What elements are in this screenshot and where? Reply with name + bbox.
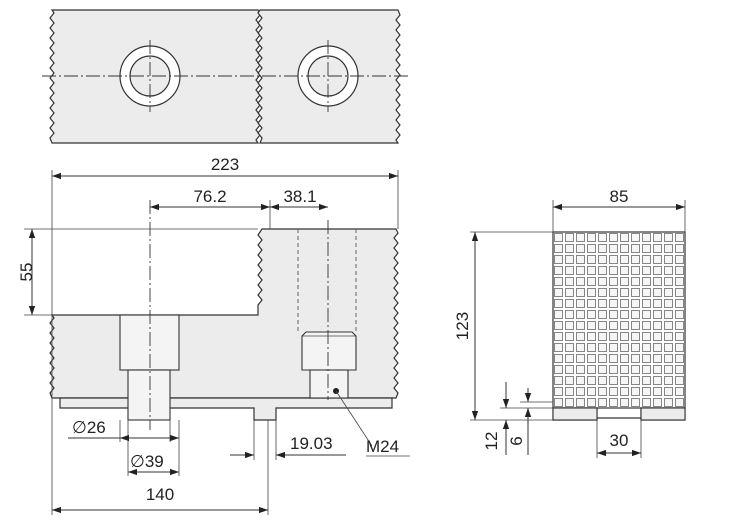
dim-offset: 19.03 [290, 434, 333, 453]
dim-step: ∅39 [130, 452, 164, 471]
thread-label: M24 [366, 437, 399, 456]
side-view: 85 123 12 6 30 [453, 187, 686, 458]
dim-half-spacing: 38.1 [283, 187, 316, 206]
dim-height: 55 [17, 263, 36, 282]
m24-leader-line [335, 390, 373, 447]
dim-counterbore: ∅26 [72, 418, 106, 437]
dim-overall-length: 223 [211, 155, 239, 174]
front-view-base-strip [59, 397, 393, 421]
front-view: M24 223 76.2 38.1 55 ∅26 ∅39 [17, 155, 410, 515]
threaded-hole-head [301, 331, 357, 371]
dim-tooth-step: 12 [482, 432, 501, 451]
dim-hole-spacing: 76.2 [193, 187, 226, 206]
top-view [42, 9, 410, 144]
dim-slot-width: 30 [610, 431, 629, 450]
counterbore-left [119, 314, 180, 371]
counterbore-left-bore [127, 369, 171, 421]
dim-side-height: 123 [453, 312, 472, 340]
dim-tooth-depth: 6 [507, 436, 526, 445]
dim-side-width: 85 [610, 187, 629, 206]
dim-base-length: 140 [146, 485, 174, 504]
side-view-tooth-grid [552, 231, 686, 409]
threaded-hole-shank [309, 369, 349, 399]
